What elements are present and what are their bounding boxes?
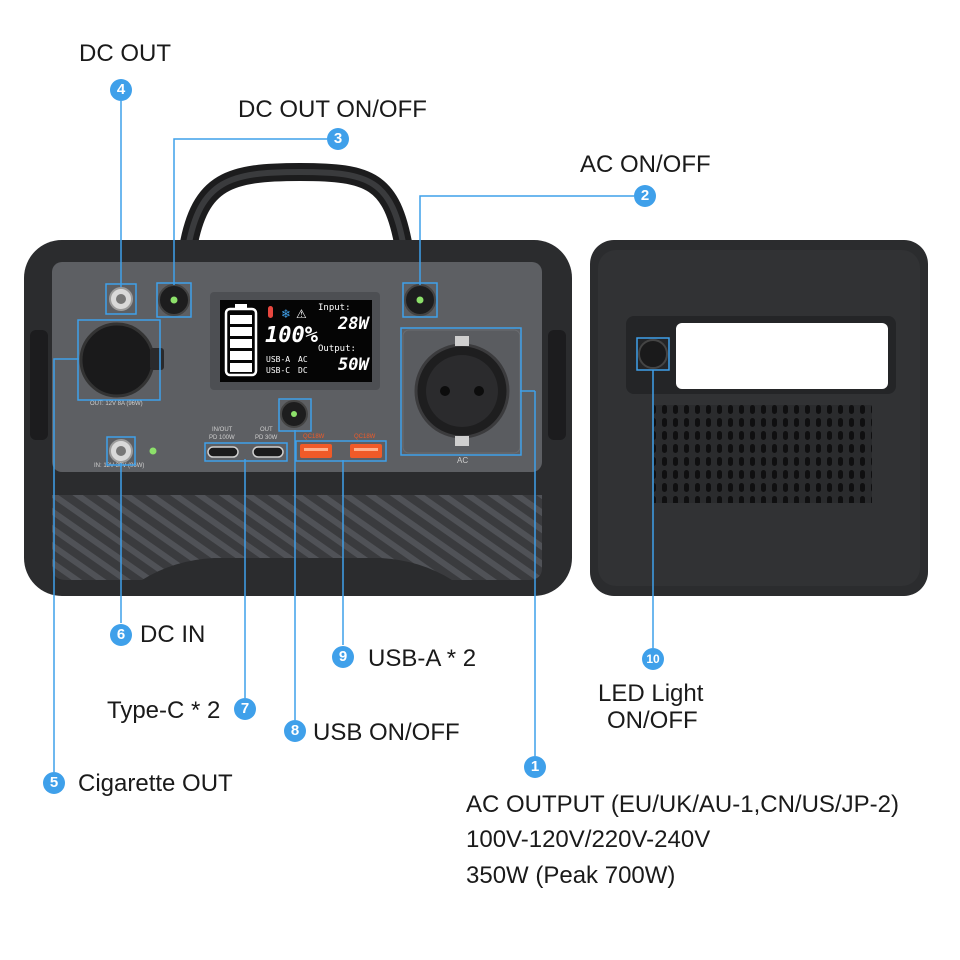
panel-label-qc2: QC18W	[354, 434, 376, 440]
label-led-light-line1: LED Light	[598, 680, 704, 707]
lcd-percent: 100%	[265, 323, 318, 348]
badge-ac-output: 1	[524, 756, 546, 778]
led-onoff-button	[638, 339, 668, 369]
badge-dc-out: 4	[110, 79, 132, 101]
badge-ac-onoff: 2	[634, 185, 656, 207]
vent-grille	[654, 405, 872, 503]
panel-label-pd100: PD 100W	[209, 435, 235, 441]
panel-label-dc-in: IN: 12V-30V (96W)	[94, 463, 145, 469]
label-usb-onoff: USB ON/OFF	[313, 719, 460, 746]
grip-area	[52, 495, 542, 580]
badge-cigarette-out: 5	[43, 772, 65, 794]
label-dc-out: DC OUT	[79, 40, 171, 67]
panel-label-cig-out: OUT: 12V 8A (96W)	[90, 401, 143, 407]
label-ac-onoff: AC ON/OFF	[580, 151, 711, 178]
lcd-input-label: Input:	[318, 303, 351, 313]
thermometer-icon	[268, 306, 273, 318]
panel-label-out: OUT	[260, 427, 273, 433]
lcd-indicator-ac: AC	[298, 355, 308, 364]
badge-usb-a: 9	[332, 646, 354, 668]
lcd-indicator-dc: DC	[298, 366, 308, 375]
label-dc-out-onoff: DC OUT ON/OFF	[238, 96, 427, 123]
lcd-output-label: Output:	[318, 344, 356, 354]
label-ac-output-line1: AC OUTPUT (EU/UK/AU-1,CN/US/JP-2)	[466, 791, 899, 818]
badge-dc-in: 6	[110, 624, 132, 646]
panel-label-pd30: PD 30W	[255, 435, 278, 441]
led-light-window	[676, 323, 888, 389]
badge-usb-onoff: 8	[284, 720, 306, 742]
badge-led-light: 10	[642, 648, 664, 670]
panel-label-inout: IN/OUT	[212, 427, 233, 433]
dc-in-indicator-light	[149, 447, 157, 455]
panel-label-ac: AC	[457, 456, 469, 465]
lcd-indicator-usb-c: USB-C	[266, 366, 291, 375]
snowflake-icon: ❄	[281, 307, 291, 321]
lcd-output-value: 50W	[338, 355, 369, 375]
lcd-input-value: 28W	[338, 314, 369, 334]
type-c-port-2	[252, 446, 284, 458]
warning-icon: ⚠	[296, 307, 307, 321]
badge-type-c: 7	[234, 698, 256, 720]
label-ac-output-line3: 350W (Peak 700W)	[466, 862, 676, 889]
label-cigarette-out: Cigarette OUT	[78, 770, 233, 797]
type-c-port-1	[207, 446, 239, 458]
lcd-indicator-usb-a: USB-A	[266, 355, 291, 364]
label-led-light-line2: ON/OFF	[607, 707, 698, 734]
label-ac-output-line2: 100V-120V/220V-240V	[466, 826, 711, 853]
label-type-c: Type-C * 2	[107, 697, 221, 724]
panel-label-qc1: QC18W	[303, 434, 325, 440]
label-dc-in: DC IN	[140, 621, 206, 648]
label-usb-a: USB-A * 2	[368, 645, 477, 672]
badge-dc-out-onoff: 3	[327, 128, 349, 150]
